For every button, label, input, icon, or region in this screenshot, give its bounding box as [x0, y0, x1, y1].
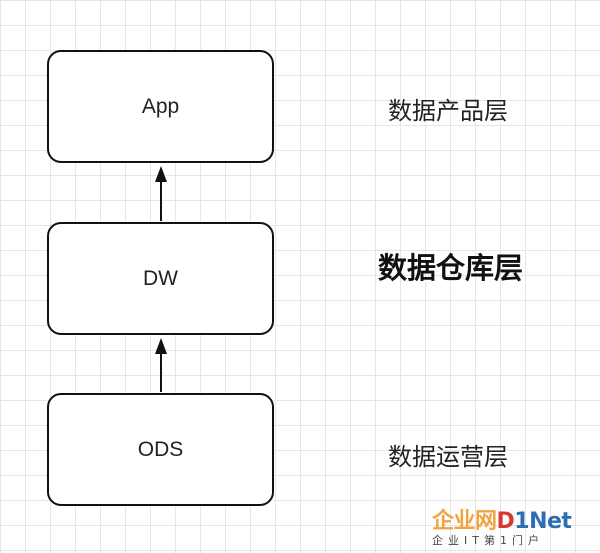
node-app[interactable]: App [47, 50, 274, 163]
layer-label-data-warehouse: 数据仓库层 [378, 251, 524, 285]
watermark-tagline: 企业IT第1门户 [432, 534, 544, 547]
node-ods[interactable]: ODS [47, 393, 274, 506]
watermark-brand-d: D [496, 509, 515, 534]
edge-dw-to-app [155, 166, 167, 221]
layer-label-data-product: 数据产品层 [388, 97, 508, 125]
node-dw-label: DW [143, 266, 178, 290]
watermark-brand-cn: 企业网 [432, 509, 497, 534]
edge-ods-to-dw [155, 338, 167, 392]
watermark-brand: 企业网D1Net [432, 510, 596, 534]
node-dw[interactable]: DW [47, 222, 274, 335]
watermark-brand-net: Net [529, 509, 572, 534]
layer-label-data-operations: 数据运营层 [388, 443, 508, 471]
watermark-brand-1: 1 [514, 509, 530, 534]
node-ods-label: ODS [137, 437, 184, 461]
node-app-label: App [141, 94, 180, 118]
watermark-logo: 企业网D1Net 企业IT第1门户 [432, 510, 596, 550]
